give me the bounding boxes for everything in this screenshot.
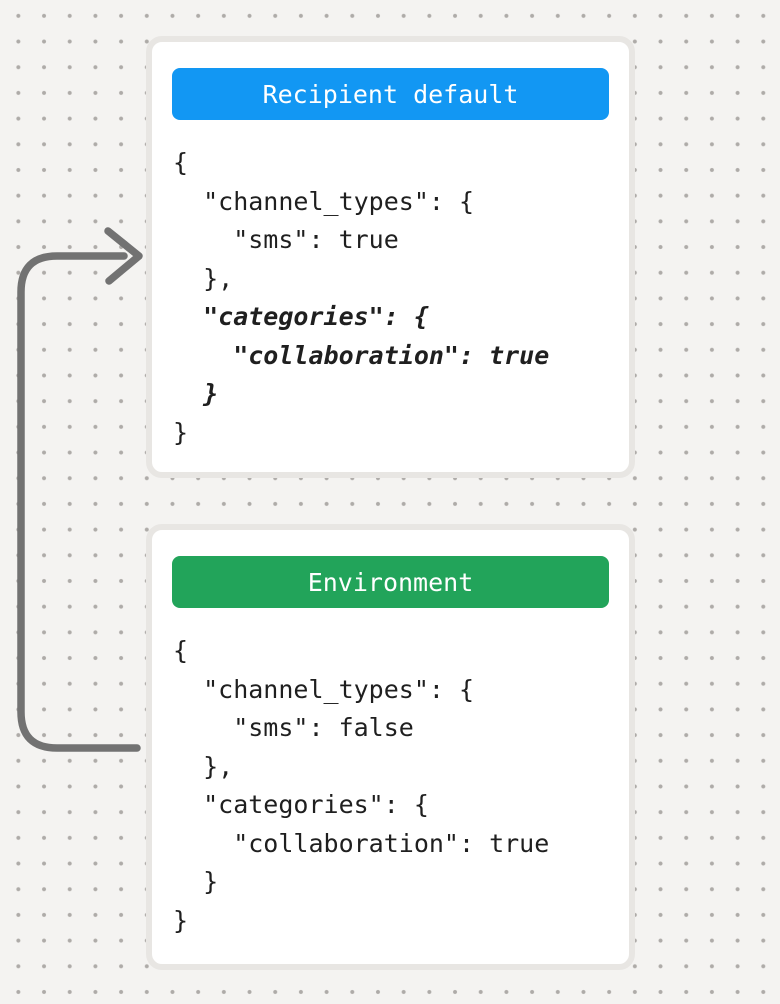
merge-arrow-head xyxy=(104,227,143,285)
card-recipient-default: Recipient default { "channel_types": { "… xyxy=(146,36,635,478)
code-line: } xyxy=(173,905,189,935)
code-line: "categories": { xyxy=(173,790,429,819)
code-line: "collaboration": true xyxy=(173,340,550,370)
code-line: }, xyxy=(173,751,234,781)
merge-arrow-shaft xyxy=(17,252,141,752)
code-line: } xyxy=(173,417,189,447)
code-line: { xyxy=(173,148,189,177)
card-environment: Environment { "channel_types": { "sms": … xyxy=(146,524,635,970)
code-block-recipient-default: { "channel_types": { "sms": true }, "cat… xyxy=(173,144,617,452)
environment-badge: Environment xyxy=(172,556,609,608)
code-line: "channel_types": { xyxy=(173,674,475,704)
code-line: "collaboration": true xyxy=(173,828,550,858)
code-line: { xyxy=(173,636,189,665)
code-line: "channel_types": { xyxy=(173,186,475,216)
code-line: "categories": { xyxy=(173,302,429,331)
recipient-default-badge: Recipient default xyxy=(172,68,609,120)
code-line: }, xyxy=(173,263,234,293)
code-line: "sms": false xyxy=(173,713,414,742)
code-line: } xyxy=(173,867,219,896)
code-line: } xyxy=(173,379,219,408)
code-block-environment: { "channel_types": { "sms": false }, "ca… xyxy=(173,632,617,940)
code-line: "sms": true xyxy=(173,225,399,254)
